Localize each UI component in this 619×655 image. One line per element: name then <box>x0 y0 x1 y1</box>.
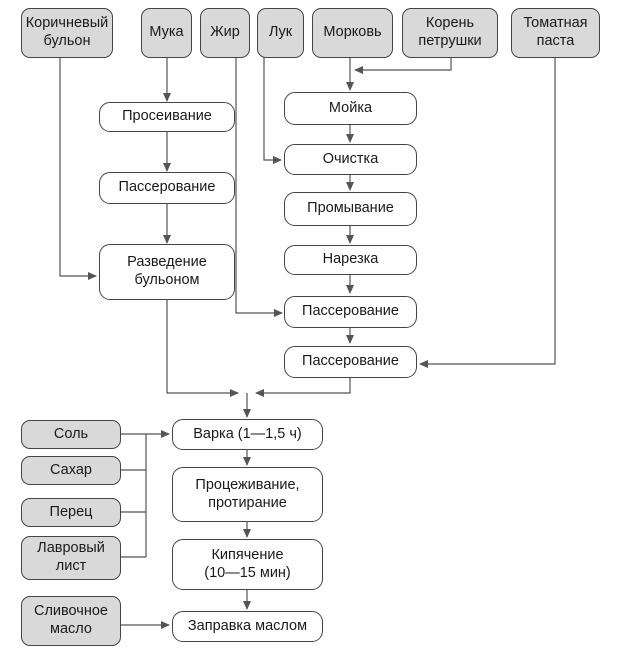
node-pepper: Перец <box>21 498 121 527</box>
step-rinsing: Промывание <box>284 192 417 226</box>
node-flour: Мука <box>141 8 192 58</box>
step-dressing-butter: Заправка маслом <box>172 611 323 642</box>
arrow-parsley-to-washing <box>354 58 452 74</box>
spice-bracket <box>121 434 147 558</box>
arrow-saute-to-merge <box>255 378 351 397</box>
arrow-tomato-to-saute <box>419 58 556 368</box>
step-sifting: Просеивание <box>99 102 235 132</box>
arrow-fat-to-saute <box>235 57 283 317</box>
node-tomato-paste: Томатная паста <box>511 8 600 58</box>
arrow-onion-to-cleaning <box>263 57 282 164</box>
arrow-broth-to-dilution <box>59 58 97 280</box>
node-butter: Сливочное масло <box>21 596 121 646</box>
node-fat: Жир <box>200 8 250 58</box>
step-boiling: Варка (1—1,5 ч) <box>172 419 323 450</box>
step-sauteing-veg: Пассерование <box>284 296 417 328</box>
step-washing: Мойка <box>284 92 417 125</box>
step-sauteing-tomato: Пассерование <box>284 346 417 378</box>
node-brown-broth: Коричневый бульон <box>21 8 113 58</box>
step-dilution-broth: Разведение бульоном <box>99 244 235 300</box>
node-salt: Соль <box>21 420 121 449</box>
node-bay-leaf: Лавровый лист <box>21 536 121 580</box>
step-cleaning: Очистка <box>284 144 417 175</box>
step-bringing-to-boil: Кипячение (10—15 мин) <box>172 539 323 590</box>
node-sugar: Сахар <box>21 456 121 485</box>
step-sauteing-flour: Пассерование <box>99 172 235 204</box>
step-straining: Процеживание, протирание <box>172 467 323 522</box>
arrow-dilution-to-merge <box>166 299 239 397</box>
step-cutting: Нарезка <box>284 245 417 275</box>
node-onion: Лук <box>257 8 304 58</box>
node-carrot: Морковь <box>312 8 393 58</box>
node-parsley-root: Корень петрушки <box>402 8 498 58</box>
